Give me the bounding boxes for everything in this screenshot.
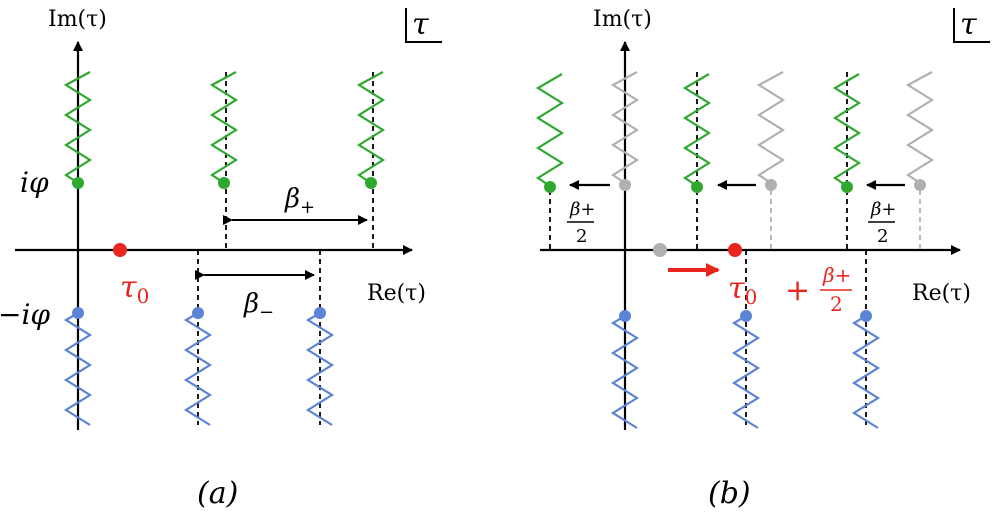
gray-pole-2 [765,179,777,191]
panel-a-lower-branch-cuts [63,312,335,426]
shift-fraction-1: β+ 2 [567,199,596,247]
beta-minus-label: β− [243,289,274,323]
shift-fraction-2: β+ 2 [868,199,897,247]
panel-b-dashed-lines [549,72,867,425]
shifted-tau0-label: τ0 + β+ 2 [728,263,852,316]
branch-cut-lower-3 [305,312,335,426]
shifted-branch-cut-1 [535,73,565,187]
svg-text:τ0: τ0 [728,271,757,309]
beta-plus-label: β+ [284,184,315,218]
panel-b: β+ 2 β+ 2 Im(τ) Re(τ) τ τ0 + β+ 2 (b) [535,7,990,511]
shifted-pole-1 [544,181,556,193]
panel-b-plane-label-frame [953,8,990,43]
svg-text:2: 2 [877,226,888,247]
panel-b-im-axis-label: Im(τ) [593,7,652,32]
panel-a-dashed-lines [197,72,374,425]
gray-branch-cut-3 [905,71,935,184]
panel-a-upper-branch-cuts [63,71,386,184]
shifted-branch-cut-3 [832,73,862,187]
panel-b-gray-dashed-lines [770,190,921,250]
b-pole-lower-1 [619,310,631,322]
branch-cut-upper-2 [209,71,239,184]
pole-lower-3 [314,307,326,319]
pole-lower-2 [192,307,204,319]
panel-b-plane-label: τ [960,7,977,42]
pole-upper-2 [218,177,230,189]
branch-cut-upper-1 [63,71,93,184]
b-pole-lower-3 [860,310,872,322]
branch-cut-lower-1 [63,312,93,426]
lower-point-label: −iφ [0,298,50,331]
b-branch-cut-lower-1 [610,315,640,429]
branch-cut-upper-3 [356,71,386,184]
panel-a-plane-label: τ [412,7,429,42]
tau0-label: τ0 [120,270,149,308]
svg-text:2: 2 [576,226,587,247]
gray-branch-cut-2 [756,71,786,184]
tau0-point [113,243,127,257]
svg-text:+: + [785,273,810,308]
svg-text:β+: β+ [870,199,897,220]
panel-b-shifted-branch-cuts [535,73,862,187]
panel-a-plane-label-frame [405,8,442,43]
upper-point-label: iφ [20,166,49,199]
pole-upper-3 [365,177,377,189]
original-tau0-point [653,243,667,257]
svg-text:β+: β+ [569,199,596,220]
panel-b-lower-branch-cuts [610,315,881,429]
svg-text:β+: β+ [822,263,851,287]
branch-cut-lower-2 [183,312,213,426]
shifted-pole-3 [841,181,853,193]
gray-pole-1 [619,179,631,191]
panel-a-im-axis-label: Im(τ) [48,7,107,32]
panel-b-caption: (b) [708,476,751,511]
panel-a-caption: (a) [197,476,238,511]
b-branch-cut-lower-3 [851,315,881,429]
gray-branch-cut-1 [610,71,640,184]
shifted-tau0-point [728,243,742,257]
shifted-branch-cut-2 [682,73,712,187]
panel-b-original-branch-cuts [610,71,935,184]
panel-b-re-axis-label: Re(τ) [912,281,971,306]
b-branch-cut-lower-2 [731,315,761,429]
panel-a: Im(τ) Re(τ) τ iφ −iφ τ0 β+ β− (a) [0,7,442,511]
shifted-pole-2 [691,181,703,193]
svg-text:2: 2 [830,292,843,316]
pole-lower-1 [72,307,84,319]
pole-upper-1 [72,177,84,189]
panel-a-re-axis-label: Re(τ) [367,281,426,306]
b-pole-lower-2 [740,310,752,322]
gray-pole-3 [914,179,926,191]
